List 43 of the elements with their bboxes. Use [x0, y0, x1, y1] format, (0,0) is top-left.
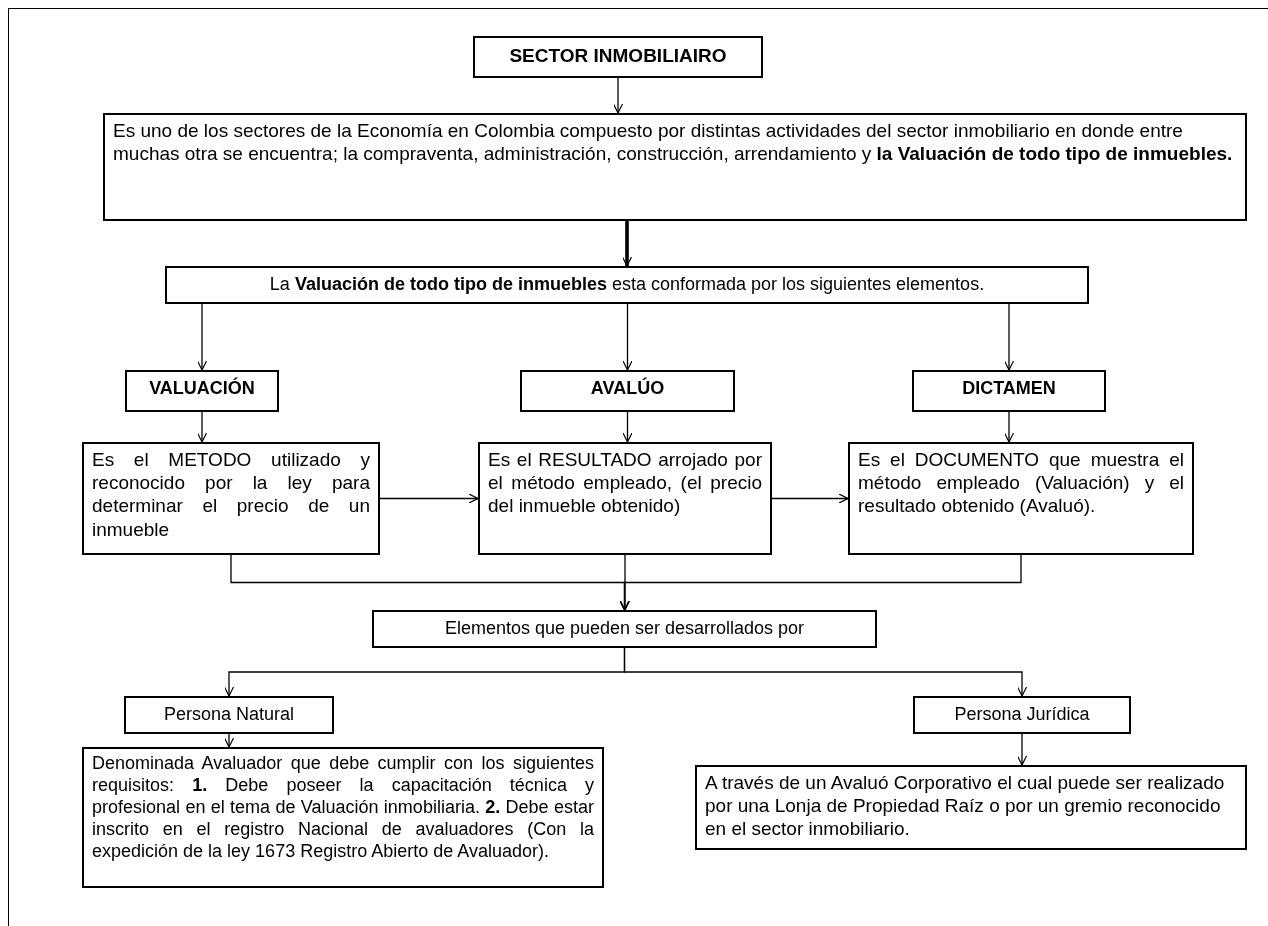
heading-box — [520, 370, 735, 412]
requirements-box — [82, 747, 604, 888]
box-text: Es el RESULTADO arrojado por el método empleado, (el precio del inmueble obtenido) — [488, 448, 762, 518]
arrow — [619, 554, 631, 611]
heading-box — [912, 370, 1106, 412]
heading-box — [125, 370, 279, 412]
box-text: AVALÚO — [589, 378, 666, 400]
definition-box — [478, 442, 772, 555]
statement-box — [372, 610, 877, 648]
arrow — [622, 303, 633, 371]
box-text: Es uno de los sectores de la Economía en Colombia compuesto por distintas actividades del sector inmobiliario en donde entre muchas otra se encuentra; la compraventa, administración, construcción, arrendamiento y la Valuación de todo tipo de inmuebles. — [113, 119, 1234, 166]
box-text: VALUACIÓN — [148, 378, 256, 400]
box-text: SECTOR INMOBILIAIRO — [508, 44, 728, 68]
box-text: Denominada Avaluador que debe cumplir con los siguientes requisitos: 1. Debe poseer la capacitación técnica y profesional en el tema de Valuación inmobiliaria. 2. Debe estar inscrito en el registro Nacional de avaluadores (Con la expedición de la ley 1673 Registro Abierto de Avaluador). — [92, 753, 594, 863]
arrow — [1016, 733, 1028, 766]
arrow — [622, 411, 633, 443]
box-text: A través de un Avaluó Corporativo el cual puede ser realizado por una Lonja de Propiedad Raíz o por un gremio reconocido en el sector inmobiliario. — [705, 771, 1226, 841]
title-box — [473, 36, 763, 78]
definition-box — [82, 442, 380, 555]
arrow — [1003, 411, 1015, 443]
box-text: Persona Natural — [162, 704, 296, 726]
description-box — [103, 113, 1247, 221]
statement-box — [165, 266, 1089, 304]
arrow — [623, 647, 1028, 697]
box-text: Es el DOCUMENTO que muestra el método empleado (Valuación) y el resultado obtenido (Avaluó). — [858, 448, 1184, 518]
box-text: Elementos que pueden ser desarrollados por — [443, 618, 806, 640]
arrow — [196, 303, 208, 371]
arrow — [619, 554, 1022, 611]
category-box — [124, 696, 334, 734]
arrow — [379, 493, 479, 504]
definition-box — [848, 442, 1194, 555]
arrow — [196, 411, 208, 443]
arrow — [223, 733, 235, 748]
arrow — [771, 493, 849, 504]
description-box — [695, 765, 1247, 850]
arrow — [1003, 303, 1015, 371]
box-text: DICTAMEN — [961, 378, 1057, 400]
box-text: Es el METODO utilizado y reconocido por la ley para determinar el precio de un inmueble — [92, 448, 370, 541]
box-text: Persona Jurídica — [953, 704, 1091, 726]
arrow — [621, 221, 633, 267]
box-text: La Valuación de todo tipo de inmuebles esta conformada por los siguientes elementos. — [268, 274, 986, 296]
category-box — [913, 696, 1131, 734]
arrow — [612, 77, 624, 114]
